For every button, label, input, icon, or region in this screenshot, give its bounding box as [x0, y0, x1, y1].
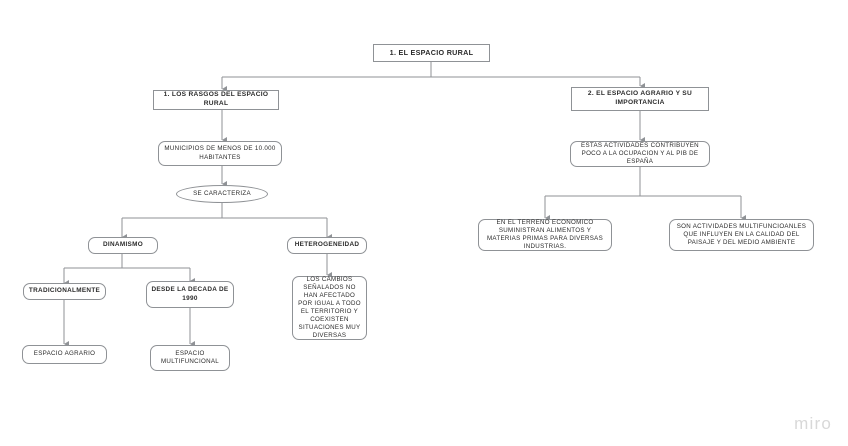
node-terreno-economico[interactable]: EN EL TERRENO ECONOMICO SUMINISTRAN ALIM…: [478, 219, 612, 251]
node-desde-la-decada-de-1990[interactable]: DESDE LA DECADA DE 1990: [146, 281, 234, 308]
node-decada-label: DESDE LA DECADA DE 1990: [151, 286, 229, 302]
node-municipios[interactable]: MUNICIPIOS DE MENOS DE 10.000 HABITANTES: [158, 141, 282, 166]
node-root[interactable]: 1. EL ESPACIO RURAL: [373, 44, 490, 62]
node-dinamismo[interactable]: DINAMISMO: [88, 237, 158, 254]
node-paisaje-label: SON ACTIVIDADES MULTIFUNCIOANLES QUE INF…: [676, 222, 807, 247]
node-cambios-senalados[interactable]: LOS CAMBIOS SEÑALADOS NO HAN AFECTADO PO…: [292, 276, 367, 340]
node-actividades-multifuncionales[interactable]: SON ACTIVIDADES MULTIFUNCIOANLES QUE INF…: [669, 219, 814, 251]
node-dinamismo-label: DINAMISMO: [103, 241, 143, 249]
node-agrario-label: 2. EL ESPACIO AGRARIO Y SU IMPORTANCIA: [587, 90, 693, 106]
node-root-label: 1. EL ESPACIO RURAL: [389, 48, 474, 58]
node-contribuyen-poco[interactable]: ESTAS ACTIVIDADES CONTRIBUYEN POCO A LA …: [570, 141, 710, 167]
node-heterogeneidad-label: HETEROGENEIDAD: [294, 241, 360, 249]
node-tradicional-label: TRADICIONALMENTE: [28, 287, 101, 295]
node-cambios-label: LOS CAMBIOS SEÑALADOS NO HAN AFECTADO PO…: [298, 275, 361, 340]
node-espacio-agrario[interactable]: ESPACIO AGRARIO: [22, 345, 107, 364]
node-rasgos-espacio-rural[interactable]: 1. LOS RASGOS DEL ESPACIO RURAL: [153, 90, 279, 110]
node-economico-label: EN EL TERRENO ECONOMICO SUMINISTRAN ALIM…: [486, 218, 604, 251]
node-espacio-multifuncional[interactable]: ESPACIO MULTIFUNCIONAL: [150, 345, 230, 371]
node-municipios-label: MUNICIPIOS DE MENOS DE 10.000 HABITANTES: [164, 145, 276, 161]
node-espacioagrario-label: ESPACIO AGRARIO: [33, 350, 96, 358]
node-espacio-agrario-importancia[interactable]: 2. EL ESPACIO AGRARIO Y SU IMPORTANCIA: [571, 87, 709, 111]
node-se-caracteriza[interactable]: SE CARACTERIZA: [176, 185, 268, 203]
node-rasgos-label: 1. LOS RASGOS DEL ESPACIO RURAL: [163, 91, 269, 107]
node-tradicionalmente[interactable]: TRADICIONALMENTE: [23, 283, 106, 300]
node-caracteriza-label: SE CARACTERIZA: [193, 189, 251, 197]
miro-watermark: miro: [794, 414, 832, 433]
node-multifuncional-label: ESPACIO MULTIFUNCIONAL: [160, 349, 220, 365]
node-contribuyen-label: ESTAS ACTIVIDADES CONTRIBUYEN POCO A LA …: [581, 141, 699, 166]
node-heterogeneidad[interactable]: HETEROGENEIDAD: [287, 237, 367, 254]
